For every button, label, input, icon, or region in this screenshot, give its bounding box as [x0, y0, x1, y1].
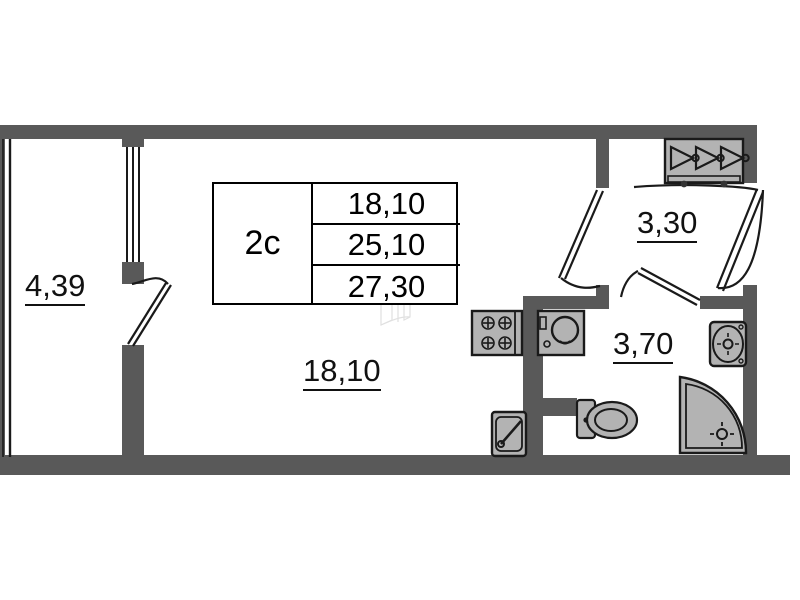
- bathroom-area-label: 3,70: [613, 327, 674, 364]
- area-without-balcony-cell: 25,10: [313, 225, 460, 266]
- stove-icon: [470, 309, 524, 357]
- watermark: [380, 298, 411, 326]
- balcony-partition-window: [126, 147, 140, 262]
- living-area-cell: 18,10: [313, 184, 460, 225]
- hallway-area-label: 3,30: [637, 206, 698, 243]
- walls: [0, 125, 790, 475]
- washing-machine-icon: [536, 309, 586, 357]
- balcony-window: [2, 139, 12, 457]
- balcony-area-label: 4,39: [25, 269, 86, 306]
- hallway-room-door: [557, 189, 605, 289]
- washbasin-icon: [708, 320, 748, 368]
- balcony-door: [127, 277, 172, 347]
- toilet-icon: [575, 398, 639, 440]
- shower-enclosure-icon: [678, 375, 748, 455]
- wardrobe-icon: [663, 137, 750, 188]
- total-area-cell: 27,30: [347, 268, 426, 304]
- sink-icon: [490, 410, 528, 458]
- info-table: 2c 18,10 25,10 27,30: [212, 182, 460, 305]
- entrance-door: [633, 184, 765, 292]
- rooms-count-cell: 2c: [214, 184, 313, 303]
- main-room-area-label: 18,10: [303, 354, 381, 391]
- bathroom-door: [619, 267, 701, 306]
